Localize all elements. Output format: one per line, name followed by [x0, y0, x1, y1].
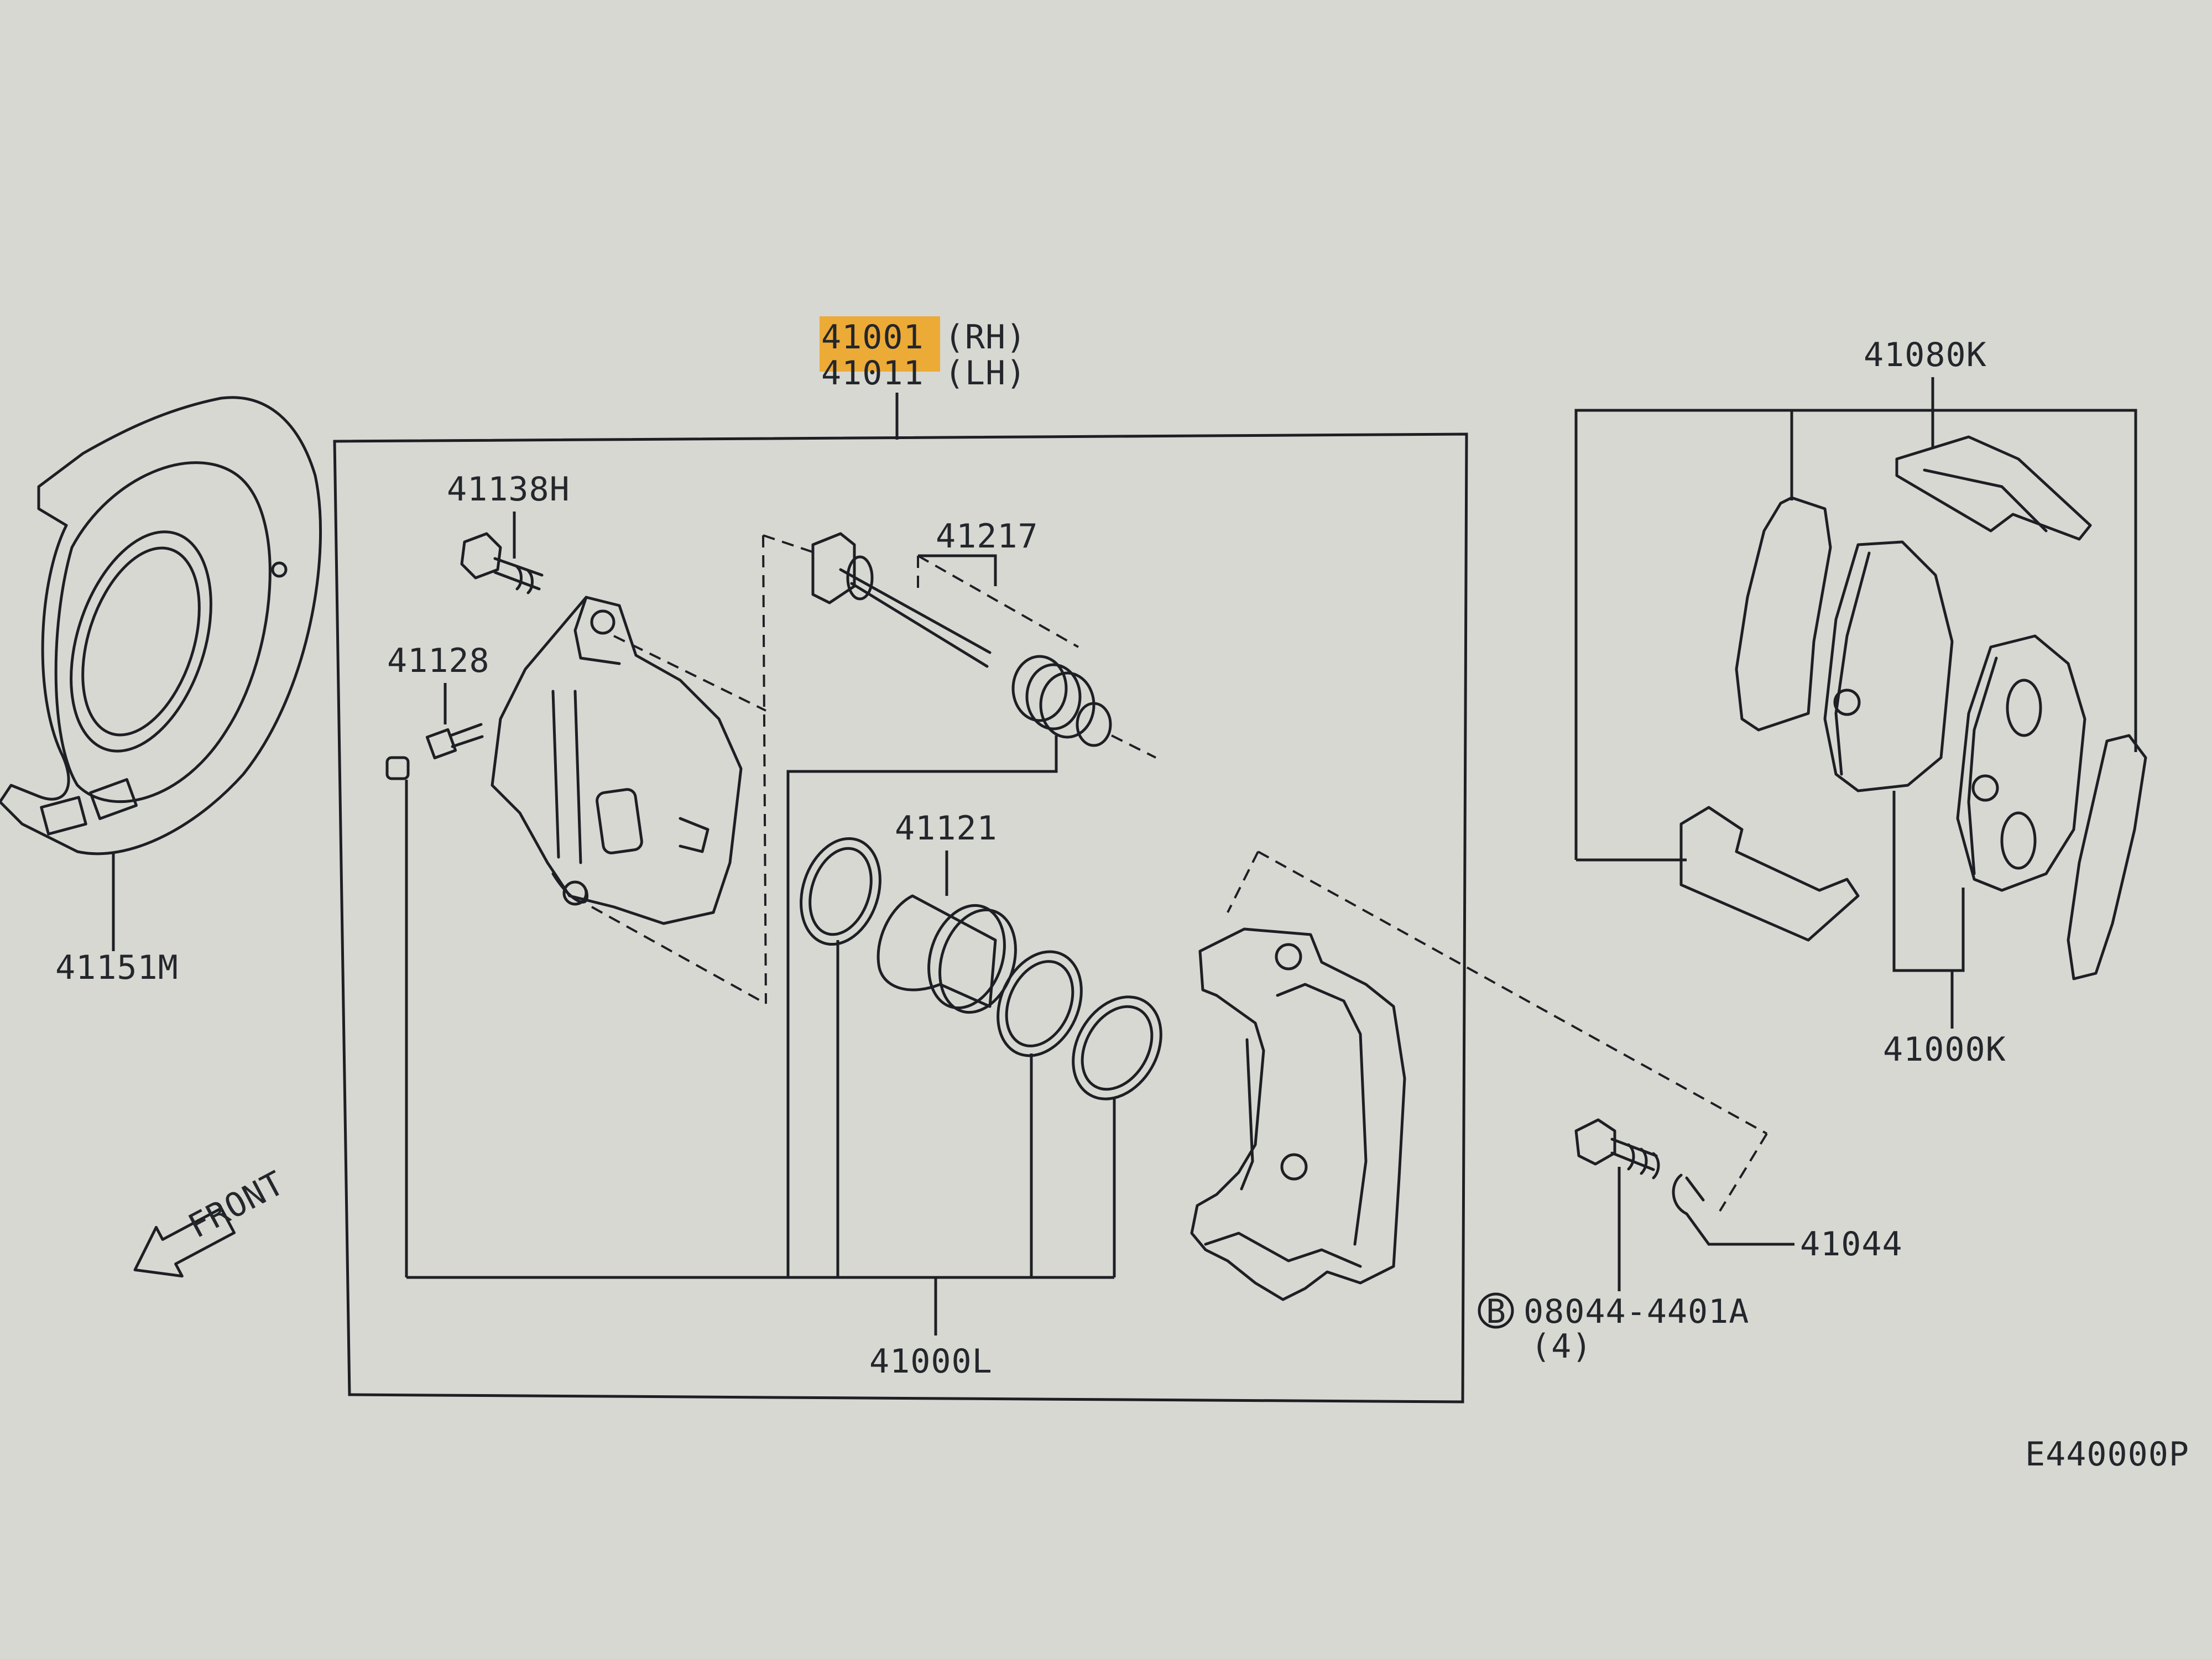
- pad-kit-frame: [1574, 409, 2137, 860]
- label-41000l: 41000L: [869, 1342, 993, 1381]
- bolt-marker: B: [1486, 1292, 1506, 1331]
- diagram-code: E440000P: [2025, 1435, 2189, 1474]
- dust-shield-drawing: [0, 396, 322, 951]
- label-41044: 41044: [1800, 1225, 1903, 1264]
- highlight-41001: [820, 316, 940, 372]
- label-bolt-code: 08044-4401A: [1524, 1292, 1749, 1331]
- caliper-assembly-frame: [333, 432, 1468, 1404]
- bolt-marker-circle: [1478, 1292, 1514, 1329]
- label-41000k: 41000K: [1883, 1030, 2006, 1069]
- caliper-bracket-drawing: [1190, 927, 1406, 1301]
- front-arrow-icon: [133, 1207, 236, 1278]
- label-41011-lh: 41011 (LH): [821, 354, 1026, 393]
- brake-pads-drawing: [1679, 435, 2147, 980]
- caliper-housing-drawing: [491, 596, 743, 925]
- label-front: FRONT: [182, 1164, 291, 1246]
- label-41217: 41217: [936, 517, 1039, 556]
- label-41121: 41121: [895, 809, 998, 848]
- label-41151m: 41151M: [55, 948, 179, 987]
- bracket-bolt-drawing: [1574, 1118, 1794, 1291]
- label-41138h: 41138H: [447, 470, 570, 509]
- guide-pin-bolt-drawing: [460, 532, 544, 594]
- label-bolt-qty: (4): [1531, 1327, 1592, 1366]
- pin-boot-drawing: [1011, 655, 1156, 759]
- label-41001-rh: 41001 (RH): [821, 318, 1026, 357]
- label-41128: 41128: [387, 641, 490, 680]
- label-41080k: 41080K: [1864, 336, 1987, 374]
- bleeder-drawing: [385, 723, 484, 1277]
- guide-pin-drawing: [811, 532, 992, 668]
- piston-seal-drawing: [800, 837, 1162, 1100]
